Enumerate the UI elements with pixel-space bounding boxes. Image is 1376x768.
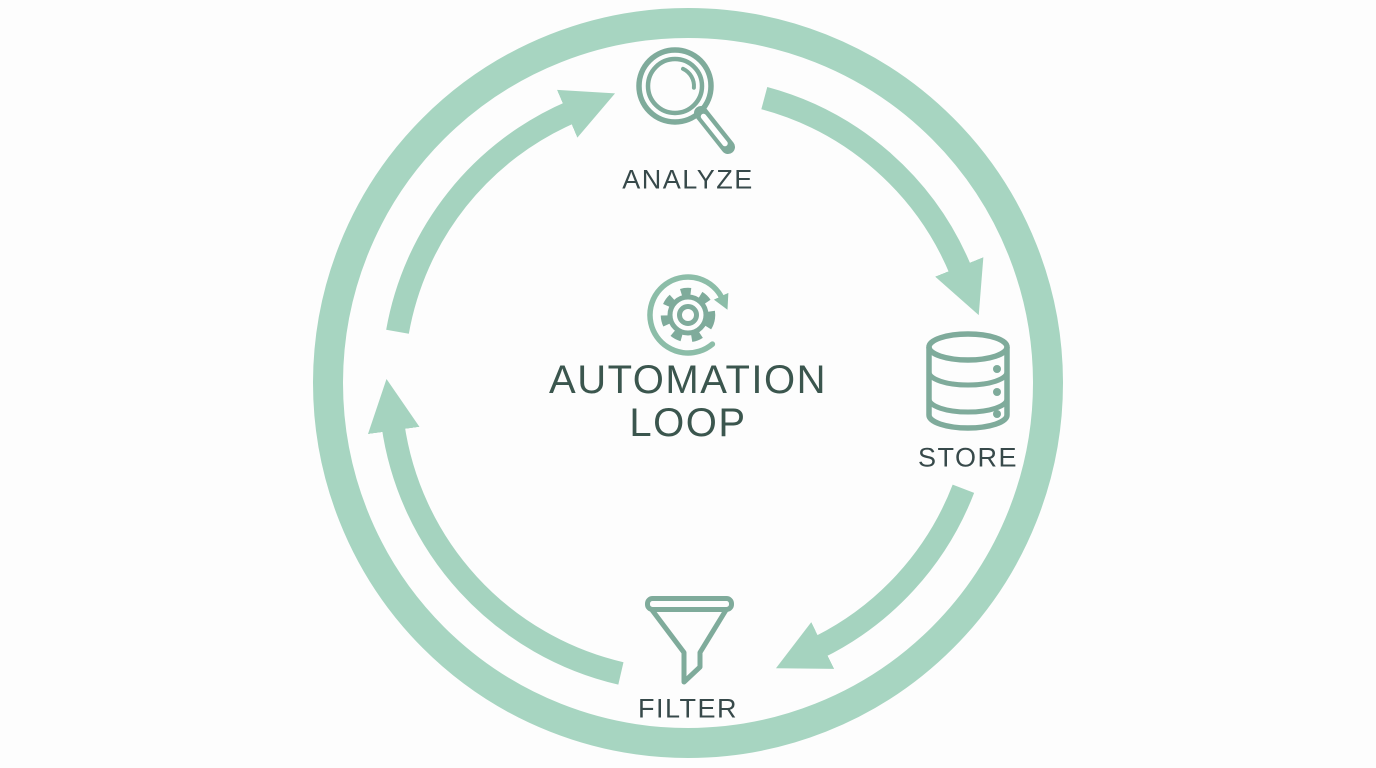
database-dot-2 bbox=[993, 388, 1001, 396]
funnel-top-bar bbox=[645, 596, 734, 612]
database-divider-1 bbox=[926, 371, 1010, 388]
database-icon bbox=[926, 331, 1010, 431]
magnifier-outer-ring bbox=[636, 47, 714, 125]
outer-ring bbox=[313, 8, 1063, 758]
magnifier-glint bbox=[681, 66, 696, 90]
database-dot-3 bbox=[993, 410, 1001, 418]
database-divider-2 bbox=[926, 398, 1010, 415]
gear-loop-icon bbox=[647, 274, 729, 356]
gear-teeth bbox=[660, 287, 716, 343]
funnel-body bbox=[649, 607, 729, 685]
database-bottom bbox=[926, 414, 1010, 431]
magnifier-inner-ring bbox=[645, 56, 705, 116]
gear-loop-arrow bbox=[647, 274, 729, 356]
database-dot-1 bbox=[993, 365, 1001, 373]
magnifier-handle-core bbox=[700, 113, 728, 147]
funnel-icon bbox=[645, 596, 734, 685]
database-top bbox=[926, 331, 1010, 363]
center-title-line2: LOOP bbox=[629, 401, 747, 445]
center-title: AUTOMATION LOOP bbox=[549, 359, 827, 445]
filter-label: FILTER bbox=[637, 693, 739, 724]
analyze-label: ANALYZE bbox=[622, 164, 754, 195]
arrow-analyze-to-store bbox=[761, 86, 984, 316]
gear-body bbox=[667, 294, 709, 336]
gear-hole bbox=[677, 304, 699, 326]
arrow-filter-to-loop bbox=[367, 378, 624, 685]
arrow-store-to-filter bbox=[775, 484, 975, 669]
center-title-line1: AUTOMATION bbox=[549, 358, 827, 402]
arrow-loop-to-analyze bbox=[386, 89, 616, 334]
magnifier-icon bbox=[636, 47, 735, 154]
store-label: STORE bbox=[917, 442, 1019, 473]
